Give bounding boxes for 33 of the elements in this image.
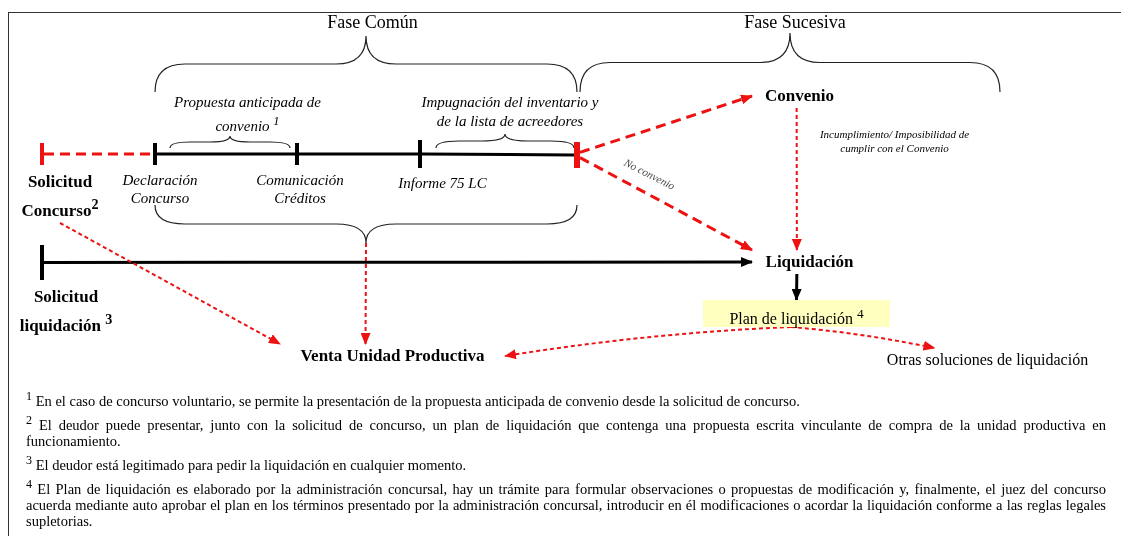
stage-label: Liquidación bbox=[752, 250, 867, 274]
arrow bbox=[504, 326, 792, 360]
stage-label: Venta Unidad Productiva bbox=[280, 344, 505, 368]
arrow bbox=[579, 94, 753, 154]
stage-label: Otras soluciones de liquidación bbox=[855, 348, 1120, 372]
tick-mark bbox=[574, 142, 580, 168]
connector-line bbox=[422, 152, 574, 157]
arrow bbox=[789, 326, 936, 351]
footnote: $^{2}$ El deudor puede presentar, junto con la solicitud de concurso, un plan de liquidación que contenga una propuesta escrita vinculante de compra de la unidad productiva en funcionamiento. bbox=[26, 412, 1106, 449]
milestone-label: Comunicación Créditos bbox=[255, 171, 345, 207]
period-label: Propuesta anticipada de convenio $^{1}$ bbox=[173, 93, 322, 136]
milestone-label: Declaración Concurso bbox=[121, 171, 199, 207]
stage-label: Convenio bbox=[752, 84, 847, 108]
arrow bbox=[59, 222, 281, 345]
milestone-label: Solicitud liquidación $^{3}$ bbox=[18, 286, 114, 337]
phase-heading: Fase Común bbox=[326, 12, 419, 33]
connector-line bbox=[299, 152, 418, 156]
phase-heading: Fase Sucesiva bbox=[743, 12, 847, 33]
plan-box: Plan de liquidación $^{4}$ bbox=[703, 300, 890, 327]
arrow bbox=[42, 257, 753, 267]
footnote: $^{4}$ El Plan de liquidación es elaborado por la administración concursal, hay un trámite para formular observaciones o propuestas de modificación y, finalmente, el juez del concurso acuerda mediante auto aprobar el plan en los términos presentado por la administración concursal, introducir en él modificaciones o acordar la liquidación conforme a las reglas legales supletorias. bbox=[26, 476, 1106, 529]
arrow bbox=[791, 273, 802, 301]
footnote: $^{3}$ El deudor está legitimado para pedir la liquidación en cualquier momento. bbox=[26, 452, 468, 473]
arrow bbox=[579, 156, 753, 252]
connector-line bbox=[44, 152, 153, 156]
milestone-label: Informe 75 LC bbox=[397, 174, 488, 192]
footnote: $^{1}$ En el caso de concurso voluntario, se permite la presentación de la propuesta anticipada de convenio desde la solicitud de concurso. bbox=[26, 388, 801, 409]
milestone-label: Solicitud Concurso$^{2}$ bbox=[20, 171, 100, 222]
connector-line bbox=[157, 152, 295, 156]
arrow bbox=[791, 107, 802, 251]
edge-label: Incumplimiento/ Imposibilidad de cumplir con el Convenio bbox=[818, 127, 971, 155]
arrow bbox=[360, 242, 371, 345]
period-label: Impugnación del inventario y de la lista de acreedores bbox=[420, 93, 600, 131]
